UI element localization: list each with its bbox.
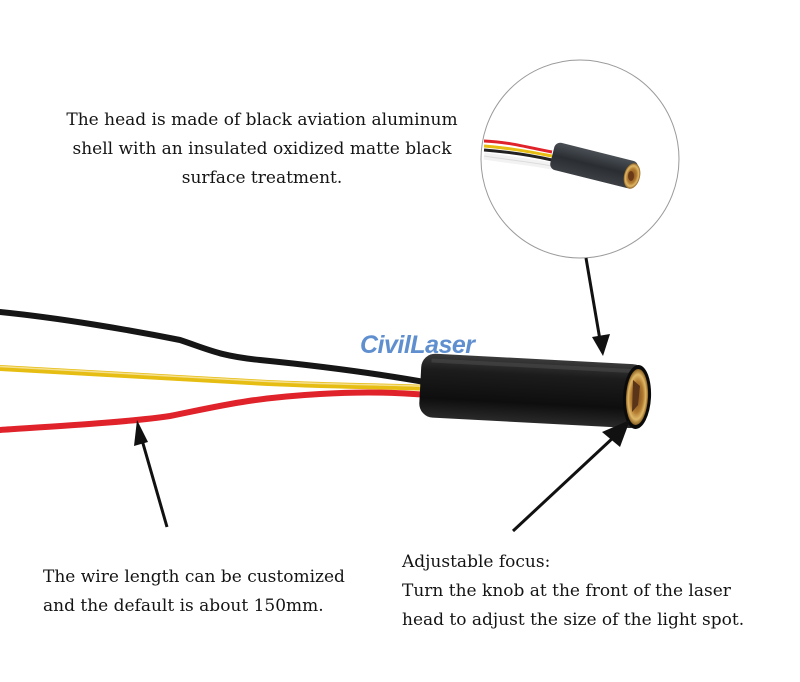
caption-line: and the default is about 150mm.	[43, 596, 324, 616]
caption-line: surface treatment.	[181, 168, 343, 188]
head-material-caption: The head is made of black aviation alumi…	[52, 106, 472, 193]
brand-logo: CivilLaser	[360, 331, 475, 359]
arrow-to-wire	[140, 439, 169, 528]
arrow-to-head	[584, 257, 602, 341]
caption-line: Adjustable focus:	[402, 552, 551, 572]
detail-inset-circle	[480, 59, 680, 259]
arrow-to-knob	[511, 434, 617, 533]
wire-length-caption: The wire length can be customized and th…	[43, 563, 373, 621]
caption-line: The head is made of black aviation alumi…	[66, 110, 458, 130]
caption-line: shell with an insulated oxidized matte b…	[72, 139, 452, 159]
wires	[0, 309, 433, 433]
caption-line: head to adjust the size of the light spo…	[402, 610, 745, 630]
arrows	[134, 257, 630, 533]
caption-line: Turn the knob at the front of the laser	[402, 581, 731, 601]
caption-line: The wire length can be customized	[43, 567, 345, 587]
laser-head	[419, 353, 652, 429]
adjustable-focus-caption: Adjustable focus: Turn the knob at the f…	[402, 548, 782, 635]
